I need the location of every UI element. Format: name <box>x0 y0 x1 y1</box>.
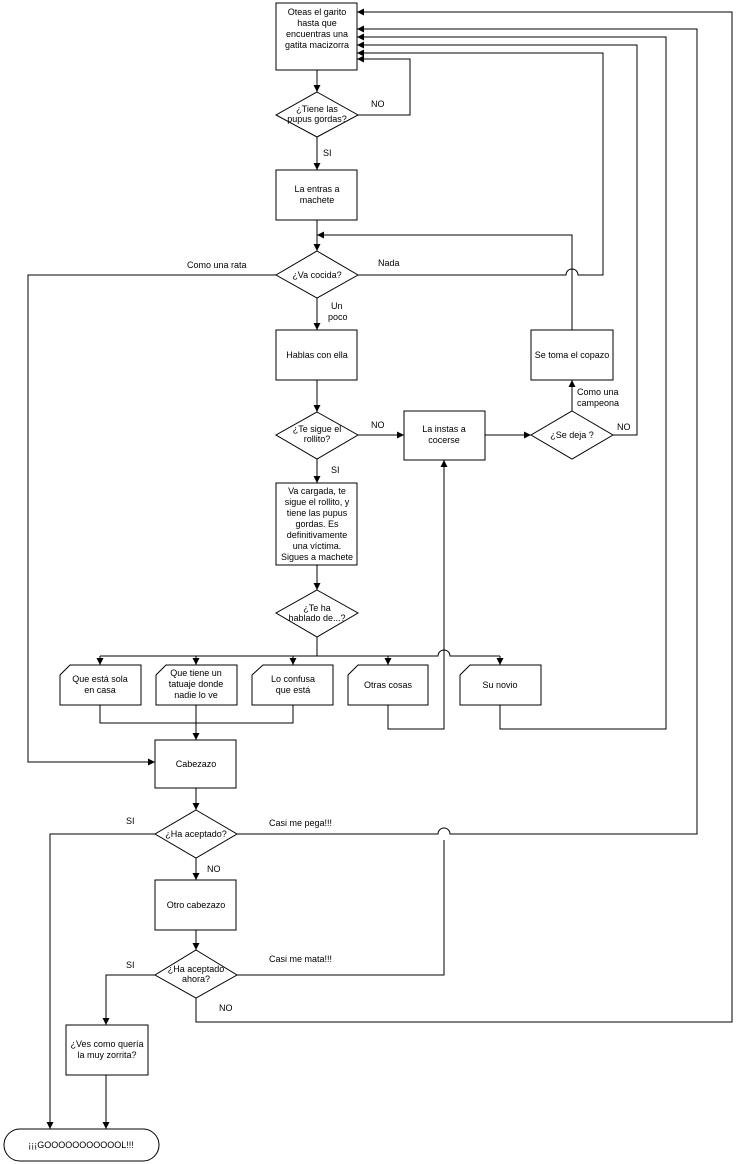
node-cabezazo: Cabezazo <box>154 739 237 789</box>
node-copazo: Se toma el copazo <box>530 329 614 381</box>
edge-otras-to-instas <box>387 460 448 730</box>
svg-text:Hablas con ella: Hablas con ella <box>286 350 348 360</box>
edge-novio-to-otear <box>357 33 667 730</box>
label-aceptado-si: SI <box>126 816 135 826</box>
node-deja: ¿Se deja ? <box>530 410 614 460</box>
svg-text:¿Se deja ?: ¿Se deja ? <box>550 430 594 440</box>
node-novio: Su novio <box>459 664 542 706</box>
edge-deja-no <box>357 41 638 436</box>
edge-pupus-no <box>357 55 411 116</box>
label-rollito-si: SI <box>331 465 340 475</box>
label-cocida-rata: Como una rata <box>187 260 247 270</box>
label-ahora-mata: Casi me mata!!! <box>269 954 332 964</box>
node-otro: Otro cabezazo <box>154 879 237 931</box>
svg-text:Su novio: Su novio <box>482 680 517 690</box>
label-pupus-no: NO <box>371 99 385 109</box>
edge-branch-bus <box>100 649 500 657</box>
label-ahora-no: NO <box>219 1003 233 1013</box>
node-cocida: ¿Va cocida? <box>274 250 360 299</box>
edge-ahora-si <box>102 974 155 1025</box>
edge-ahora-mata <box>237 840 445 976</box>
svg-text:Otras cosas: Otras cosas <box>364 680 413 690</box>
svg-text:¡¡¡GOOOOOOOOOOOL!!!: ¡¡¡GOOOOOOOOOOOL!!! <box>28 1140 134 1150</box>
node-aceptado: ¿Ha aceptado? <box>154 809 238 859</box>
label-aceptado-no: NO <box>207 864 221 874</box>
svg-text:¿Ha aceptado?: ¿Ha aceptado? <box>165 829 227 839</box>
svg-text:Se toma el copazo: Se toma el copazo <box>535 350 610 360</box>
edge-aceptado-pega <box>237 25 698 835</box>
svg-text:Cabezazo: Cabezazo <box>176 759 217 769</box>
edge-copazo-to-cocida <box>317 231 573 330</box>
edge-cocida-rata <box>27 274 276 766</box>
edge-ahora-no <box>195 8 733 1023</box>
node-hablas: Hablas con ella <box>275 329 358 381</box>
label-pupus-si: SI <box>323 148 332 158</box>
label-cocida-nada: Nada <box>378 258 400 268</box>
label-ahora-si: SI <box>126 960 135 970</box>
edge-aceptado-si <box>46 833 155 1129</box>
edges <box>27 8 733 1129</box>
svg-text:Otro cabezazo: Otro cabezazo <box>167 900 226 910</box>
label-deja-no: NO <box>617 422 631 432</box>
svg-text:¿Va cocida?: ¿Va cocida? <box>292 270 341 280</box>
label-aceptado-pega: Casi me pega!!! <box>269 818 332 828</box>
label-rollito-no: NO <box>371 420 385 430</box>
node-gol: ¡¡¡GOOOOOOOOOOOL!!! <box>3 1128 160 1162</box>
edge-cocida-nada <box>357 49 604 276</box>
node-otras: Otras cosas <box>347 664 429 706</box>
